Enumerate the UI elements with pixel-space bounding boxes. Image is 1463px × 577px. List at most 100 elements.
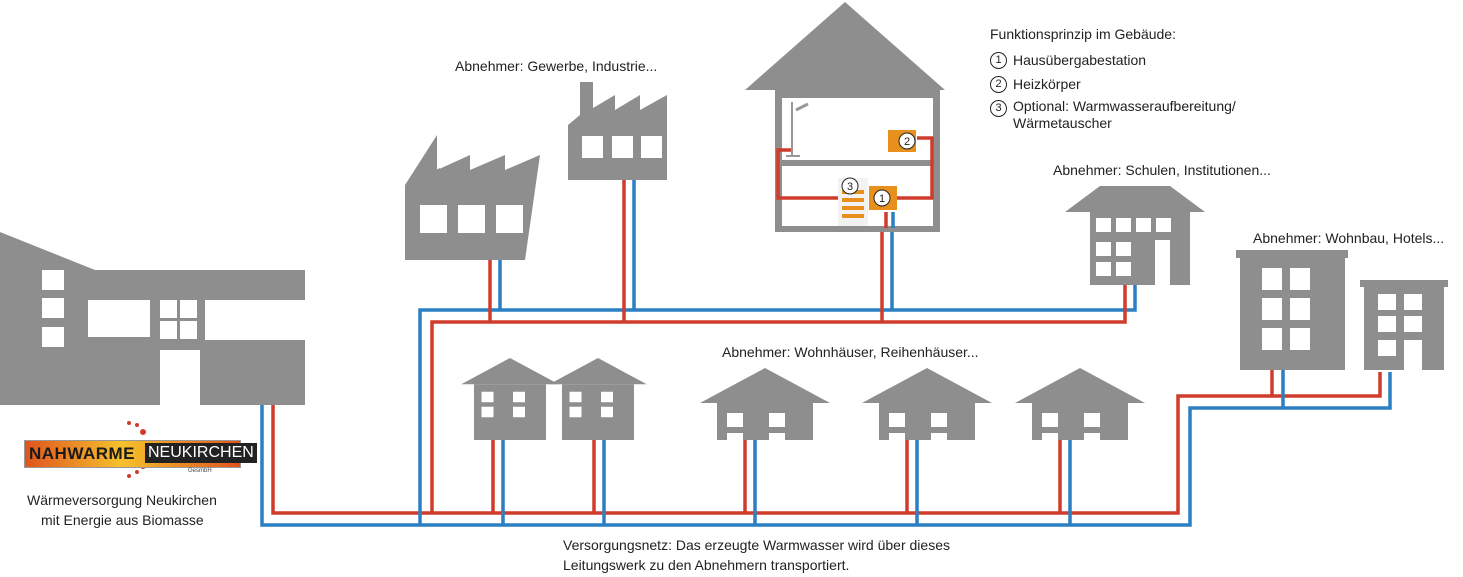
legend-item: 1 Hausübergabestation [990, 50, 1283, 70]
internal-pipe [776, 148, 862, 200]
caption-line: Leitungswerk zu den Abnehmern transporti… [563, 557, 850, 573]
house-roof [1015, 368, 1145, 403]
window [1084, 433, 1100, 447]
window [1262, 328, 1282, 350]
window [1156, 218, 1171, 232]
window [582, 136, 603, 158]
label-industry: Abnehmer: Gewerbe, Industrie... [455, 58, 658, 74]
window [42, 327, 64, 347]
plant-caption: Wärmeversorgung Neukirchen mit Energie a… [27, 490, 217, 530]
window [160, 321, 177, 339]
label-schools: Abnehmer: Schulen, Institutionen... [1053, 162, 1271, 178]
legend-text: Hausübergabestation [1013, 52, 1147, 68]
logo: NAHWARME NEUKIRCHEN [24, 440, 257, 468]
window [42, 298, 64, 318]
label-housing: Abnehmer: Wohnbau, Hotels... [1253, 230, 1445, 246]
window [1378, 294, 1396, 310]
window [1116, 242, 1131, 256]
caption-line: mit Energie aus Biomasse [41, 512, 204, 528]
window [160, 300, 177, 318]
window [612, 136, 633, 158]
house-roof [862, 368, 992, 403]
heat-exchanger-coil [842, 214, 864, 218]
logo-subtext: GesmbH [188, 468, 212, 474]
window [1116, 262, 1131, 276]
window [1262, 298, 1282, 320]
floor [782, 160, 933, 166]
window [513, 391, 525, 403]
window [569, 391, 582, 403]
window [1290, 268, 1310, 290]
marker-circle [841, 177, 859, 195]
house-roof [745, 2, 945, 90]
network-caption: Versorgungsnetz: Das erzeugte Warmwasser… [563, 535, 950, 575]
supply-branch-pipe [430, 285, 1127, 513]
window [931, 413, 947, 427]
heating-plant [0, 232, 305, 405]
window [601, 391, 613, 403]
legend-number: 3 [990, 100, 1007, 117]
return-branch-pipe [418, 285, 1137, 525]
window [727, 413, 743, 427]
window [1290, 298, 1310, 320]
legend-number: 2 [990, 76, 1007, 93]
house-roof [461, 358, 559, 385]
window [180, 300, 197, 318]
window [42, 270, 64, 290]
logo-dot [135, 470, 139, 474]
marker-number: 1 [879, 193, 885, 205]
label-residential: Abnehmer: Wohnhäuser, Reihenhäuser... [722, 344, 979, 360]
window [420, 205, 447, 233]
caption-line: Wärmeversorgung Neukirchen [27, 492, 217, 508]
marker-circle [898, 132, 916, 150]
window [931, 433, 947, 447]
logo-dot [127, 474, 131, 478]
window [481, 406, 494, 418]
legend-number: 1 [990, 52, 1007, 69]
logo-text: NEUKIRCHEN [145, 443, 257, 463]
window [1290, 328, 1310, 350]
door [1404, 340, 1422, 370]
window [769, 433, 785, 447]
supply-main-pipe [271, 372, 1382, 515]
window [180, 321, 197, 339]
window [1378, 340, 1396, 356]
window [88, 300, 150, 337]
window [481, 391, 494, 403]
marker-number: 2 [904, 136, 910, 148]
legend-text: Optional: Warmwasseraufbereitung/ Wärmet… [1013, 98, 1236, 131]
marker-circle [873, 189, 891, 207]
window [1262, 268, 1282, 290]
window [769, 413, 785, 427]
window [1096, 218, 1111, 232]
window [1042, 413, 1058, 427]
window [1116, 218, 1131, 232]
heat-exchanger-coil [842, 206, 864, 210]
window [889, 413, 905, 427]
marker-number: 3 [847, 181, 853, 193]
door [160, 350, 200, 405]
window [1084, 413, 1100, 427]
factory [568, 82, 667, 180]
logo-dot [135, 423, 139, 427]
window [1404, 294, 1422, 310]
window [1404, 316, 1422, 332]
legend-item: 3 Optional: Warmwasseraufbereitung/ Wärme… [990, 98, 1283, 132]
shower-icon [795, 102, 809, 112]
window [569, 406, 582, 418]
window [1096, 262, 1111, 276]
return-main-pipe [260, 372, 1392, 527]
window [889, 433, 905, 447]
window [513, 406, 525, 418]
window [458, 205, 485, 233]
window [727, 433, 743, 447]
logo-text: NAHWARME [29, 444, 135, 463]
window [1136, 218, 1151, 232]
logo-dot [140, 429, 146, 435]
school-roof [1065, 186, 1205, 212]
window [601, 406, 613, 418]
